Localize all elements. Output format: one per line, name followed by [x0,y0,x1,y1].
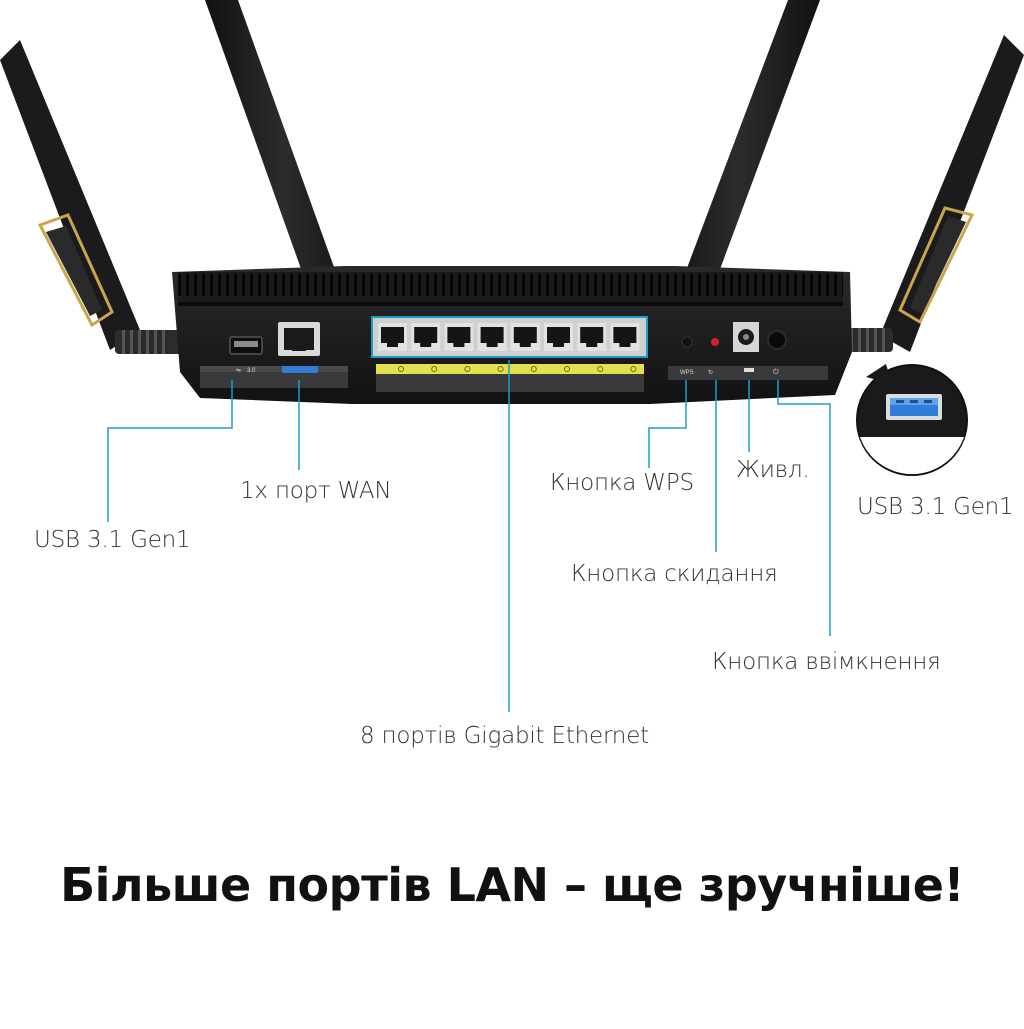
usb-port-label: 3.0 [247,368,256,374]
lan-port-5 [510,323,540,351]
callout-lan: 8 портів Gigabit Ethernet [360,723,649,749]
usb-icon: ⇋ [236,367,241,374]
dc-power-jack [733,322,759,352]
callout-wps: Кнопка WPS [550,470,694,496]
lan-port-4 [477,323,507,351]
lan-port-7 [577,323,607,351]
callout-usb-right: USB 3.1 Gen1 [857,494,1014,520]
callout-power-button: Кнопка ввімкнення [712,649,941,675]
callout-lines [107,360,831,712]
callout-line-usb-left [107,380,233,522]
reset-button [711,338,719,346]
power-button [767,330,787,350]
antenna-back-right [658,0,820,350]
lan-indicator-8 [630,366,637,372]
antenna-back-left [205,0,362,350]
callout-reset: Кнопка скидання [571,561,778,587]
dc-icon [744,368,754,372]
wps-button [681,336,693,348]
lan-indicator-7 [597,366,604,372]
lan-indicator-2 [431,366,438,372]
lan-indicator-5 [530,366,537,372]
page-headline: Більше портів LAN – ще зручніше! [60,858,964,912]
lan-label-strip [376,364,644,374]
lan-indicator-1 [398,366,404,372]
antenna-left [0,40,188,354]
wan-port [278,322,320,356]
lan-indicator-3 [464,366,471,372]
wan-label-strip [282,366,318,373]
lan-port-1 [378,323,407,351]
lan-port-8 [610,323,640,351]
lan-port-6 [544,323,573,351]
callout-line-wps [648,380,687,468]
lan-port-2 [411,323,441,351]
callout-power-in: Живл. [736,457,810,483]
callout-wan: 1x порт WAN [240,478,392,504]
lan-indicator-4 [497,366,504,372]
usb-zoom-inset [856,364,968,476]
wps-port-label: WPS [680,370,694,376]
usb-port-left [229,336,263,355]
lan-indicator-6 [564,366,570,372]
lan-port-block [371,316,648,358]
callout-line-power-button [777,380,831,636]
antenna-right [830,35,1024,352]
lan-port-3 [444,323,474,351]
reset-icon: ↻ [708,369,713,376]
label-strips: ⇋ 3.0 WPS ↻ ⏻ [200,364,828,392]
callout-usb-left: USB 3.1 Gen1 [34,527,191,553]
power-icon: ⏻ [773,368,779,376]
